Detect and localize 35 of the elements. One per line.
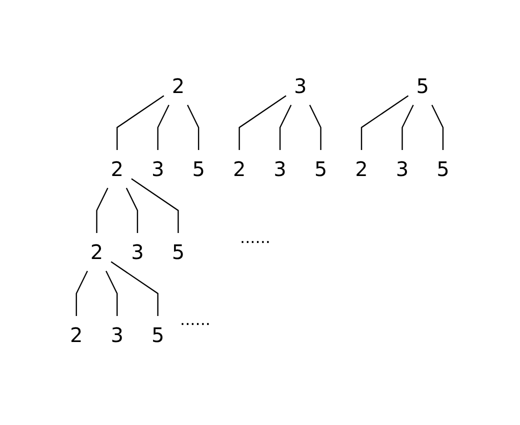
connector [280, 104, 292, 150]
connector [126, 187, 138, 232]
connector [432, 104, 444, 150]
connector [76, 270, 88, 316]
connector [402, 104, 414, 150]
node-text: 2 [355, 156, 368, 180]
node-text: 2 [172, 74, 185, 98]
node-text: 3 [152, 156, 165, 180]
node-text: 3 [294, 74, 308, 98]
ellipsis-note: ...... [180, 310, 211, 329]
connector [239, 94, 287, 150]
connector [361, 94, 409, 150]
node-text: 5 [152, 322, 165, 346]
connector [158, 104, 170, 150]
connector [310, 104, 322, 150]
node-text: 5 [192, 156, 206, 180]
node-text: 2 [90, 240, 104, 264]
node-text: 5 [416, 74, 430, 98]
node-text: 3 [131, 240, 144, 264]
node-text: 3 [111, 322, 124, 346]
node-text: 3 [274, 156, 287, 180]
connector [96, 187, 109, 232]
node-text: 5 [314, 156, 328, 180]
connector [111, 260, 159, 316]
node-text: 5 [172, 240, 185, 264]
connector [116, 94, 164, 150]
node-text: 2 [233, 156, 246, 180]
node-text: 3 [396, 156, 409, 180]
node-text: 2 [111, 156, 124, 180]
connector [187, 104, 200, 150]
connector [131, 178, 180, 232]
node-text: 5 [436, 156, 450, 180]
connector [106, 270, 118, 316]
node-text: 2 [70, 322, 84, 346]
ellipsis-note: ...... [240, 228, 271, 247]
